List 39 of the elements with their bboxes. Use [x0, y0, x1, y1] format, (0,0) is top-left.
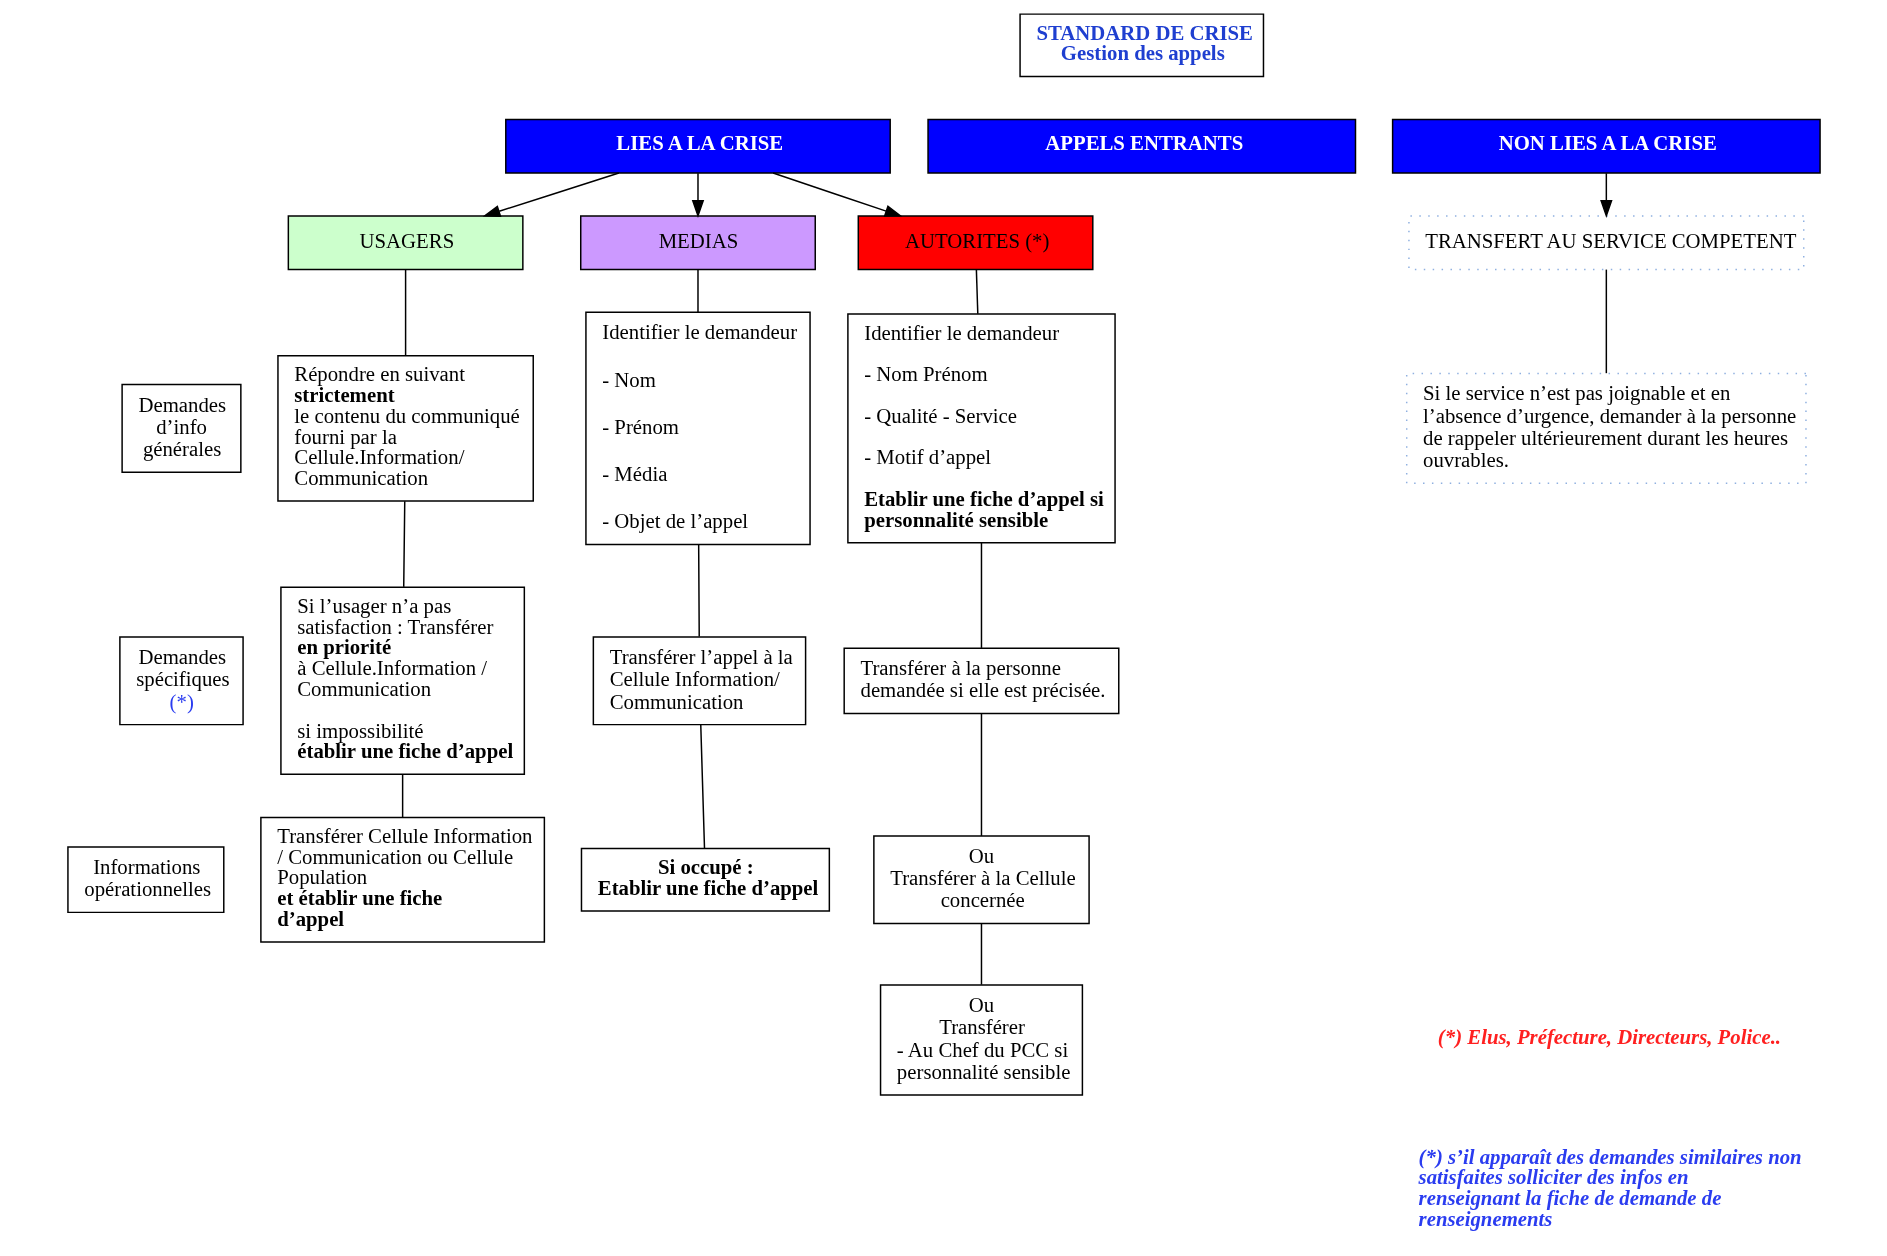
node-box: Si l’usager n’a pas satisfaction : Transférer en priorité à Cellule.Information / Communication si impossibilité établir une fiche d’appel: [279, 586, 525, 776]
node-box: USAGERS: [287, 215, 524, 271]
node-box: Si occupé : Etablir une fiche d’appel: [580, 847, 830, 912]
node-box: Informations opérationnelles: [66, 846, 224, 914]
node-box: Transférer l’appel à la Cellule Information/ Communication: [592, 636, 806, 726]
node-box: Identifier le demandeur - Nom Prénom - Qualité - Service - Motif d’appel Etablir une fiche d’appel si personnalité sensible: [846, 313, 1116, 544]
node-box: APPELS ENTRANTS: [926, 118, 1356, 174]
node-box: Demandes spécifiques (*): [118, 636, 244, 726]
connector: [980, 713, 982, 837]
node-box: STANDARD DE CRISE Gestion des appels: [1018, 13, 1264, 78]
label: (*) s’il apparaît des demandes similaires non satisfaites solliciter des infos en renseignant la fiche de demande de renseignements: [1418, 1144, 1802, 1230]
node-box: Demandes d’info générales: [120, 383, 242, 473]
label: (*) Elus, Préfecture, Directeurs, Police..: [1437, 1025, 1781, 1049]
arrow: [482, 172, 620, 218]
connector: [401, 773, 403, 818]
connector: [699, 724, 705, 850]
connector: [1605, 268, 1607, 374]
node-box: MEDIAS: [579, 215, 816, 271]
connector: [404, 268, 406, 357]
node-box: Ou Transférer - Au Chef du PCC si personnalité sensible: [879, 984, 1083, 1096]
node-box: Transférer à la personne demandée si elle est précisée.: [842, 647, 1119, 715]
connector: [697, 543, 700, 638]
arrow: [691, 172, 704, 218]
arrow: [771, 172, 902, 217]
connector: [980, 542, 982, 649]
connector: [402, 500, 405, 588]
node-box: NON LIES A LA CRISE: [1391, 118, 1821, 174]
node-box: Transférer Cellule Information / Communication ou Cellule Population et établir une fiche d’appel: [259, 816, 545, 943]
arrow: [1599, 172, 1613, 218]
node-box: Répondre en suivant strictement le contenu du communiqué fourni par la Cellule.Information/ Communication: [276, 354, 534, 502]
connector: [975, 268, 979, 315]
node-box: AUTORITES (*): [857, 215, 1094, 271]
connector: [696, 268, 699, 313]
connector: [980, 923, 982, 986]
node-box: TRANSFERT AU SERVICE COMPETENT: [1407, 215, 1804, 271]
node-box: Ou Transférer à la Cellule concernée: [872, 835, 1090, 925]
node-box: Identifier le demandeur - Nom - Prénom - Média - Objet de l’appel: [584, 311, 811, 546]
node-box: LIES A LA CRISE: [504, 118, 891, 174]
node-box: Si le service n’est pas joignable et en l’absence d’urgence, demander à la personne de rappeler ultérieurement durant les heures ouvrables.: [1405, 372, 1807, 485]
